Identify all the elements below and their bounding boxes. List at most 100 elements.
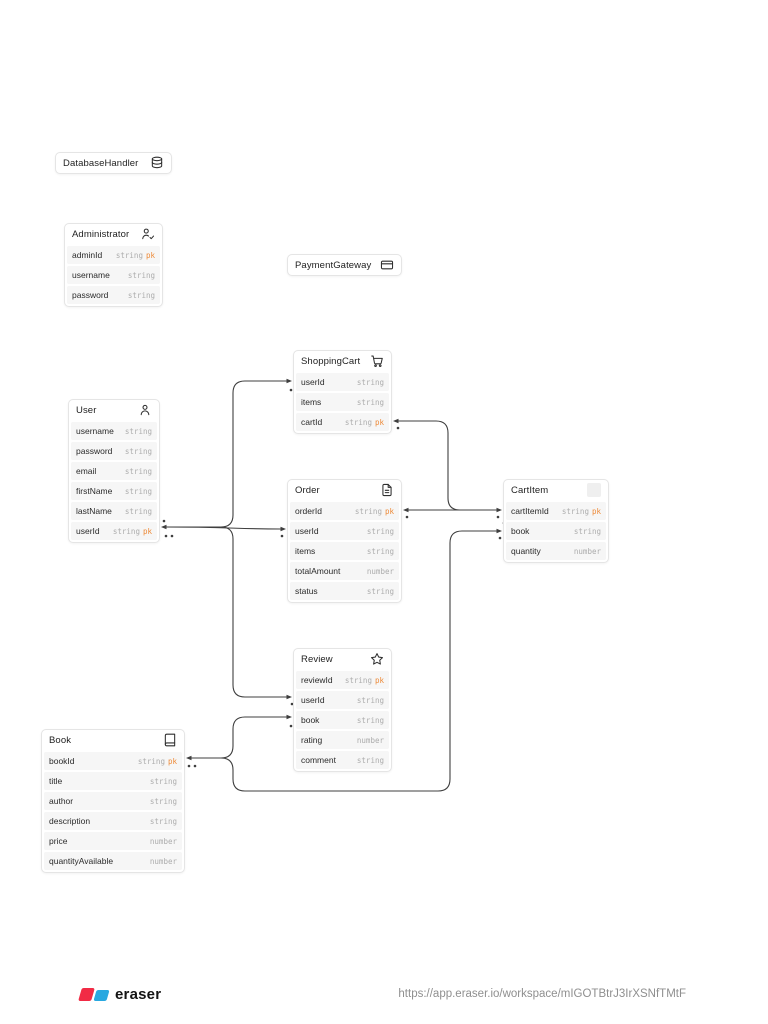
field-name: status [295, 586, 318, 596]
field-type: string [573, 526, 601, 536]
field-name: quantity [511, 546, 541, 556]
field-row: items string [296, 393, 389, 411]
field-name: username [72, 270, 110, 280]
rel-book-cartitem [190, 530, 498, 792]
field-row: book string [506, 522, 606, 540]
entity-title: Administrator [72, 228, 130, 240]
field-type: string [344, 417, 372, 427]
eraser-logo-text: eraser [115, 986, 162, 1003]
field-type: string [356, 377, 384, 387]
field-row: title string [44, 772, 182, 790]
workspace-url: https://app.eraser.io/workspace/mIGOTBtr… [398, 988, 686, 1000]
file-text-icon [379, 483, 394, 498]
field-name: username [76, 426, 114, 436]
field-type: string [366, 546, 394, 556]
field-type: string [124, 506, 152, 516]
field-type: string [124, 466, 152, 476]
field-type: string [124, 446, 152, 456]
field-name: userId [76, 526, 100, 536]
field-type: string [149, 796, 177, 806]
field-name: items [301, 397, 322, 407]
field-row: quantity number [506, 542, 606, 560]
user-icon [137, 403, 152, 418]
export-footer: eraser https://app.eraser.io/workspace/m… [0, 980, 768, 1010]
field-row: firstName string [71, 482, 157, 500]
field-row: book string [296, 711, 389, 729]
field-name: description [49, 816, 91, 826]
field-name: author [49, 796, 74, 806]
field-name: userId [295, 526, 319, 536]
field-name: rating [301, 735, 323, 745]
field-name: email [76, 466, 97, 476]
pk-badge: pk [142, 526, 152, 536]
field-name: userId [301, 377, 325, 387]
book-icon [162, 733, 177, 748]
rel-user-review [165, 526, 288, 698]
placeholder-icon [586, 483, 601, 498]
pk-badge: pk [591, 506, 601, 516]
field-type: string [356, 695, 384, 705]
field-type: string [356, 755, 384, 765]
field-type: string [137, 756, 165, 766]
user-check-icon [140, 227, 155, 242]
field-name: lastName [76, 506, 112, 516]
field-name: adminId [72, 250, 103, 260]
field-name: cartId [301, 417, 323, 427]
field-type: string [115, 250, 143, 260]
field-type: string [344, 675, 372, 685]
field-type: string [124, 486, 152, 496]
field-row: price number [44, 832, 182, 850]
field-name: bookId [49, 756, 75, 766]
entity-paymentgateway[interactable]: PaymentGateway [287, 254, 402, 276]
star-icon [369, 652, 384, 667]
field-type: string [124, 426, 152, 436]
pk-badge: pk [374, 417, 384, 427]
credit-card-icon [379, 258, 394, 273]
eraser-logo: eraser [78, 986, 162, 1003]
field-type: number [573, 546, 601, 556]
relationship-arrowheads [161, 378, 502, 761]
field-type: string [127, 290, 155, 300]
entity-shoppingcart[interactable]: ShoppingCart userId string items string … [293, 350, 392, 434]
field-row: email string [71, 462, 157, 480]
field-name: cartItemId [511, 506, 549, 516]
field-type: string [354, 506, 382, 516]
field-name: book [511, 526, 530, 536]
field-name: orderId [295, 506, 322, 516]
entity-title: User [76, 404, 97, 416]
entity-databasehandler[interactable]: DatabaseHandler [55, 152, 172, 174]
field-row: username string [67, 266, 160, 284]
field-type: string [149, 776, 177, 786]
field-row: password string [67, 286, 160, 304]
rel-user-shoppingcart [165, 380, 288, 528]
database-icon [149, 156, 164, 171]
field-name: reviewId [301, 675, 333, 685]
field-type: number [366, 566, 394, 576]
rel-book-review [190, 716, 288, 759]
field-type: string [356, 715, 384, 725]
field-type: number [356, 735, 384, 745]
rel-shoppingcart-cartitem [397, 420, 498, 511]
field-name: book [301, 715, 320, 725]
entity-title: ShoppingCart [301, 355, 361, 367]
field-name: firstName [76, 486, 113, 496]
field-name: title [49, 776, 63, 786]
field-type: string [561, 506, 589, 516]
field-type: number [149, 856, 177, 866]
pk-badge: pk [145, 250, 155, 260]
field-type: string [366, 586, 394, 596]
field-row: userId string [296, 691, 389, 709]
entity-user[interactable]: User username string password string ema… [68, 399, 160, 543]
entity-title: Order [295, 484, 320, 496]
